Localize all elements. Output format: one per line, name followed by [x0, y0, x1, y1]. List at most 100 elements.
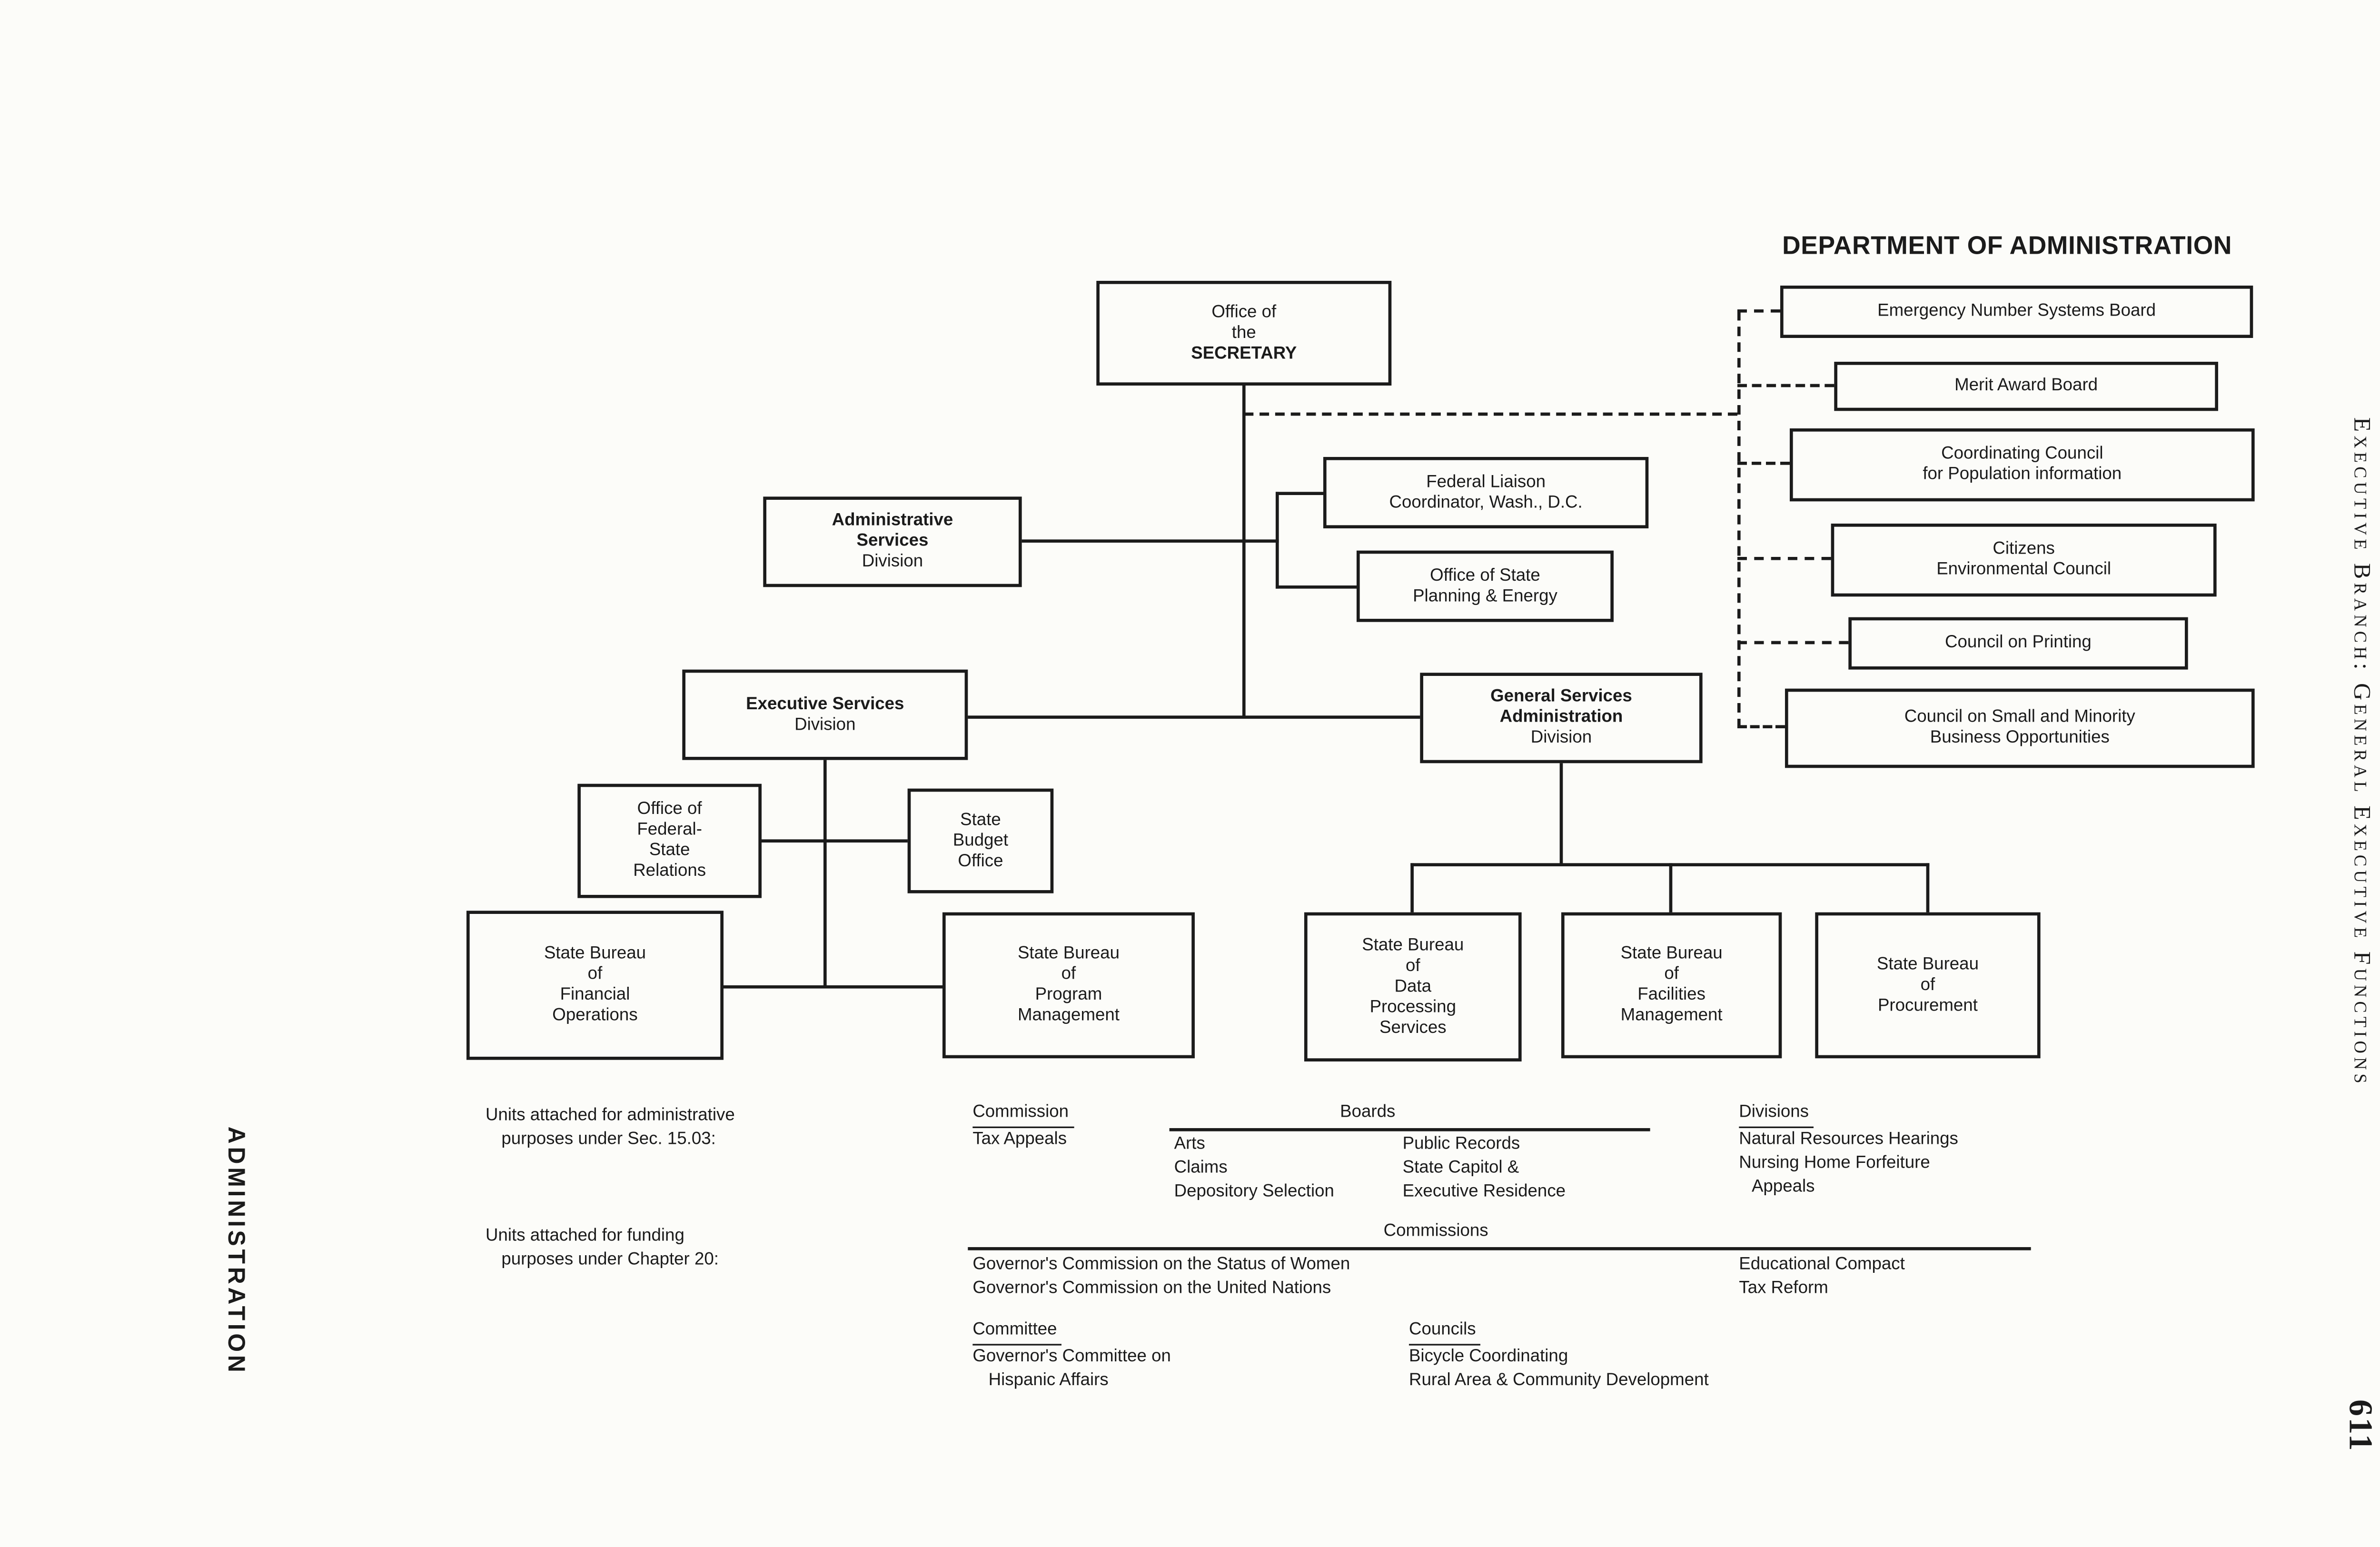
- org-box-line: Office of State: [1430, 565, 1540, 585]
- division-item: Natural Resources Hearings: [1739, 1130, 1958, 1149]
- org-box-admin-services: Administrative Services Division: [763, 496, 1022, 587]
- councils-section: Councils Bicycle Coordinating Rural Area…: [1408, 1319, 1709, 1393]
- org-box-coordinating-council: Coordinating Council for Population info…: [1789, 428, 2255, 502]
- connector-exec-bureaus-horizontal: [723, 985, 942, 989]
- connector-state-planning-stub: [1275, 585, 1357, 589]
- org-box-line: Division: [862, 552, 923, 571]
- org-box-line: Budget: [952, 830, 1009, 850]
- board-item: Public Records: [1402, 1134, 1520, 1154]
- org-box-line: Citizens: [1993, 539, 2055, 559]
- org-box-line: Executive Services: [746, 694, 904, 714]
- org-box-federal-state-relations: Office of Federal- State Relations: [577, 783, 762, 898]
- org-box-line: Business Opportunities: [1930, 728, 2110, 747]
- org-box-line: Data: [1394, 976, 1432, 996]
- board-item: Executive Residence: [1402, 1182, 1566, 1201]
- label-line: Units attached for funding: [485, 1226, 684, 1246]
- org-box-line: Office of: [637, 799, 702, 819]
- org-box-line: State Bureau: [1620, 944, 1723, 963]
- org-box-data-processing: State Bureau of Data Processing Services: [1304, 912, 1522, 1061]
- commission-header: Commission: [972, 1101, 1074, 1128]
- org-box-line: Office of: [1211, 302, 1277, 321]
- org-box-line: Administration: [1499, 707, 1623, 727]
- right-margin-title: Executive Branch: General Executive Func…: [2348, 417, 2374, 1087]
- boards-rule: [1169, 1128, 1650, 1130]
- dashed-stub-citizens: [1737, 556, 1831, 560]
- connector-federal-liaison-stub: [1275, 492, 1323, 495]
- boards-header: Boards: [1340, 1102, 1396, 1122]
- org-box-state-budget: State Budget Office: [907, 788, 1054, 893]
- left-margin-title: ADMINISTRATION: [222, 1126, 249, 1376]
- dashed-connector-right-vertical: [1737, 311, 1741, 728]
- org-box-line: Services: [1379, 1018, 1447, 1037]
- committee-item: Hispanic Affairs: [988, 1370, 1109, 1390]
- board-item: Claims: [1174, 1158, 1228, 1178]
- connector-admin-services-horizontal: [1021, 539, 1279, 543]
- org-box-line: Council on Small and Minority: [1904, 707, 2135, 727]
- org-box-general-services: General Services Administration Division: [1420, 673, 1703, 764]
- org-box-line: Facilities: [1637, 985, 1706, 1004]
- org-box-line: General Services: [1490, 687, 1632, 706]
- org-box-line: Management: [1620, 1006, 1723, 1025]
- org-box-council-printing: Council on Printing: [1848, 617, 2188, 670]
- connector-gsa-vertical: [1559, 763, 1563, 865]
- org-box-line: Procurement: [1877, 995, 1978, 1015]
- org-box-line: Administrative: [832, 511, 953, 530]
- committee-header: Committee: [972, 1319, 1062, 1346]
- connector-secretary-vertical: [1242, 385, 1246, 719]
- org-box-line: State: [649, 841, 690, 860]
- boards-column-2: Public Records State Capitol & Executive…: [1403, 1133, 1566, 1204]
- org-box-line: Environmental Council: [1936, 560, 2112, 579]
- commissions-column-2: Educational Compact Tax Reform: [1739, 1253, 1905, 1301]
- council-item: Rural Area & Community Development: [1408, 1370, 1709, 1390]
- org-box-secretary: Office of the SECRETARY: [1096, 280, 1392, 386]
- division-item: Nursing Home Forfeiture: [1739, 1153, 1930, 1173]
- committee-item: Governor's Committee on: [972, 1347, 1171, 1366]
- commission-item: Educational Compact: [1739, 1255, 1905, 1274]
- divisions-section: Divisions Natural Resources Hearings Nur…: [1739, 1101, 1958, 1200]
- dashed-connector-main-horizontal: [1244, 412, 1737, 416]
- org-box-line: Division: [794, 714, 856, 734]
- board-item: Depository Selection: [1174, 1182, 1334, 1201]
- org-box-line: State Bureau: [544, 944, 646, 963]
- org-box-line: the: [1231, 323, 1256, 342]
- divisions-header: Divisions: [1739, 1101, 1814, 1128]
- org-box-merit-award-board: Merit Award Board: [1834, 361, 2218, 411]
- dashed-stub-emergency: [1737, 309, 1780, 313]
- org-box-line: Services: [856, 531, 929, 551]
- org-box-emergency-number-board: Emergency Number Systems Board: [1780, 285, 2253, 338]
- org-box-line: Federal-: [637, 820, 702, 840]
- connector-facilities-drop: [1669, 863, 1673, 912]
- org-box-procurement: State Bureau of Procurement: [1815, 912, 2041, 1059]
- division-item: Appeals: [1751, 1177, 1815, 1197]
- org-box-line: Financial: [560, 985, 630, 1004]
- org-box-line: Council on Printing: [1945, 633, 2092, 652]
- org-box-state-planning: Office of State Planning & Energy: [1356, 550, 1614, 622]
- dashed-stub-printing: [1737, 641, 1849, 645]
- page-title: DEPARTMENT OF ADMINISTRATION: [1782, 233, 2232, 260]
- org-box-line: for Population information: [1923, 465, 2122, 484]
- org-box-line: Federal Liaison: [1426, 472, 1546, 491]
- commission-item: Governor's Commission on the Status of W…: [972, 1255, 1350, 1274]
- commission-item: Governor's Commission on the United Nati…: [972, 1279, 1331, 1298]
- org-box-program-management: State Bureau of Program Management: [942, 912, 1195, 1059]
- connector-fedstate-budget-horizontal: [761, 839, 908, 843]
- org-box-line: Office: [958, 851, 1003, 871]
- org-box-line: Program: [1035, 985, 1102, 1004]
- org-box-line: Division: [1530, 728, 1592, 747]
- org-box-line: Management: [1017, 1006, 1120, 1025]
- org-box-line: Coordinator, Wash., D.C.: [1389, 492, 1583, 512]
- commissions-header: Commissions: [1383, 1221, 1488, 1241]
- org-box-line: Processing: [1369, 997, 1456, 1016]
- org-box-line: Coordinating Council: [1941, 444, 2103, 464]
- commissions-column-1: Governor's Commission on the Status of W…: [972, 1253, 1350, 1301]
- commissions-rule: [968, 1247, 2031, 1250]
- connector-liaison-bracket: [1275, 492, 1279, 589]
- org-box-federal-liaison: Federal Liaison Coordinator, Wash., D.C.: [1323, 456, 1649, 528]
- org-box-line: of: [1061, 964, 1076, 984]
- admin-attachments-label: Units attached for administrative purpos…: [486, 1104, 735, 1152]
- councils-header: Councils: [1408, 1319, 1481, 1346]
- org-box-council-small-minority: Council on Small and Minority Business O…: [1785, 688, 2255, 768]
- connector-divisions-horizontal: [968, 715, 1420, 719]
- org-box-line: Planning & Energy: [1413, 586, 1557, 605]
- org-box-line: Emergency Number Systems Board: [1877, 301, 2156, 321]
